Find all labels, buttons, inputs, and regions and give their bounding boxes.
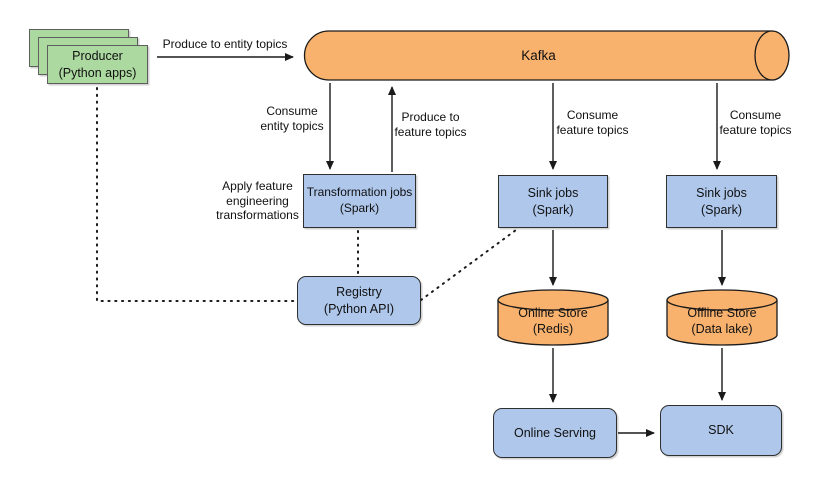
node-sublabel: (Redis) <box>532 322 574 336</box>
dotted-registry-to-sink-online <box>420 229 517 301</box>
online-store-body <box>497 300 609 346</box>
node-online-store: Online Store (Redis) <box>498 297 608 345</box>
node-sublabel: (Python apps) <box>58 65 137 80</box>
edge-label-line: transformations <box>216 208 299 223</box>
kafka-cylinder-shape <box>303 30 790 81</box>
node-kafka: Kafka <box>305 31 772 80</box>
kafka-cylinder-end <box>754 30 790 81</box>
node-label: Sink jobs <box>527 186 579 201</box>
edge-label-line: feature topics <box>719 122 792 137</box>
node-producer: Producer (Python apps) <box>47 45 148 84</box>
node-registry: Registry (Python API) <box>297 276 421 325</box>
node-label: Kafka <box>521 48 556 63</box>
edge-label-line: Produce to entity topics <box>162 37 288 51</box>
edge-label-line: Consume <box>266 104 318 118</box>
online-store-cylinder-shape <box>497 289 609 346</box>
node-label: Online Store <box>518 305 588 320</box>
offline-store-top <box>666 289 778 311</box>
node-label: Offline Store <box>687 305 757 320</box>
node-label: Sink jobs <box>696 186 747 201</box>
node-sublabel: (Python API) <box>323 301 395 316</box>
node-label: Transformation jobs <box>306 185 413 200</box>
node-sublabel: (Spark) <box>339 201 380 215</box>
edge-label-produce-entity-topics: Produce to entity topics <box>150 37 300 52</box>
online-store-top <box>497 289 609 311</box>
edge-label-line: Consume <box>566 108 619 122</box>
kafka-cylinder-body <box>303 30 772 81</box>
edge-label-produce-feature-topics: Produce to feature topics <box>383 110 478 139</box>
edge-label-line: entity topics <box>260 118 324 133</box>
edge-label-consume-entity-topics: Consume entity topics <box>247 104 337 133</box>
edge-label-consume-feature-topics-online: Consume feature topics <box>545 108 640 137</box>
node-label: Registry <box>336 285 382 300</box>
offline-store-cylinder-shape <box>666 289 778 346</box>
edge-label-apply-transformations: Apply feature engineering transformation… <box>205 179 310 223</box>
node-offline-store: Offline Store (Data lake) <box>667 297 777 345</box>
edge-label-line: Produce to <box>401 110 460 124</box>
edge-label-line: engineering <box>226 193 289 208</box>
edge-label-line: feature topics <box>394 124 467 139</box>
node-sdk: SDK <box>660 405 782 456</box>
edge-label-line: Apply feature <box>222 179 293 193</box>
node-sublabel: (Spark) <box>701 202 742 217</box>
node-sink-jobs-offline: Sink jobs (Spark) <box>666 175 777 228</box>
node-sublabel: (Spark) <box>532 202 574 217</box>
edge-label-line: Consume <box>729 108 782 122</box>
node-label: Producer <box>72 49 123 64</box>
edge-label-consume-feature-topics-offline: Consume feature topics <box>708 108 803 137</box>
node-label: Online Serving <box>514 425 596 440</box>
offline-store-body <box>666 300 778 346</box>
node-sublabel: (Data lake) <box>691 322 753 336</box>
node-label: SDK <box>708 423 734 438</box>
node-transformation-jobs: Transformation jobs (Spark) <box>303 174 416 228</box>
dotted-producer-to-registry <box>96 87 295 302</box>
edge-label-line: feature topics <box>556 122 629 137</box>
node-online-serving: Online Serving <box>493 408 617 458</box>
node-sink-jobs-online: Sink jobs (Spark) <box>498 175 608 228</box>
